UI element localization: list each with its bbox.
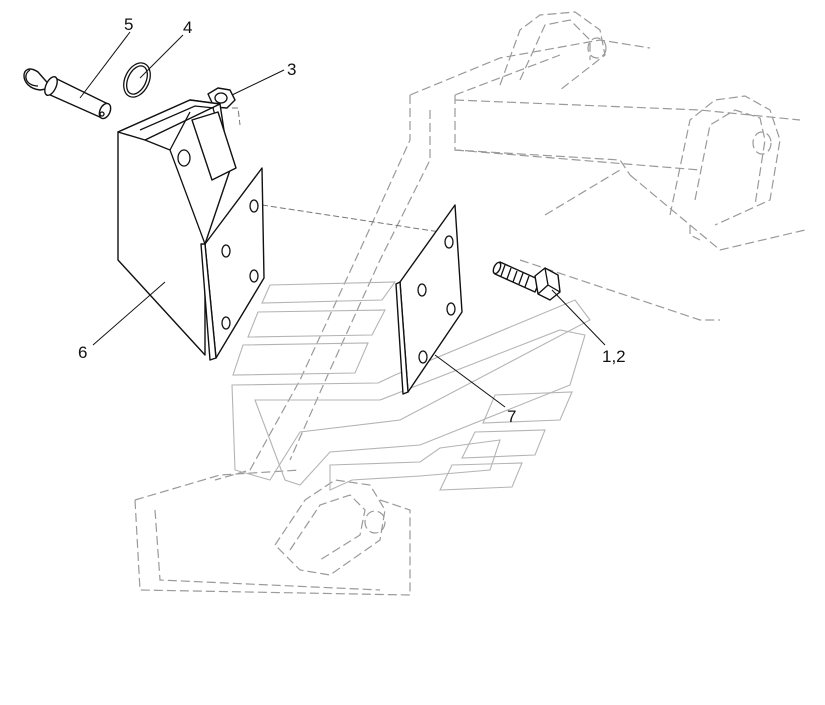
phantom-frame	[134, 11, 806, 596]
callout-3: 3	[287, 60, 296, 79]
part-7-backing-plate	[395, 204, 463, 395]
callout-5: 5	[124, 15, 133, 34]
leader-lines	[79, 31, 606, 408]
part-4-snap-ring	[123, 62, 151, 98]
callout-7: 7	[507, 407, 516, 426]
callout-4: 4	[183, 18, 192, 37]
alignment-line	[232, 107, 241, 126]
part-5-lynch-pin	[23, 68, 112, 120]
callout-6: 6	[78, 343, 87, 362]
callout-1-2: 1,2	[602, 347, 626, 366]
part-1-2-hex-bolt	[492, 261, 561, 301]
alignment-line	[261, 204, 441, 233]
part-6-hitch-bracket	[117, 99, 265, 361]
